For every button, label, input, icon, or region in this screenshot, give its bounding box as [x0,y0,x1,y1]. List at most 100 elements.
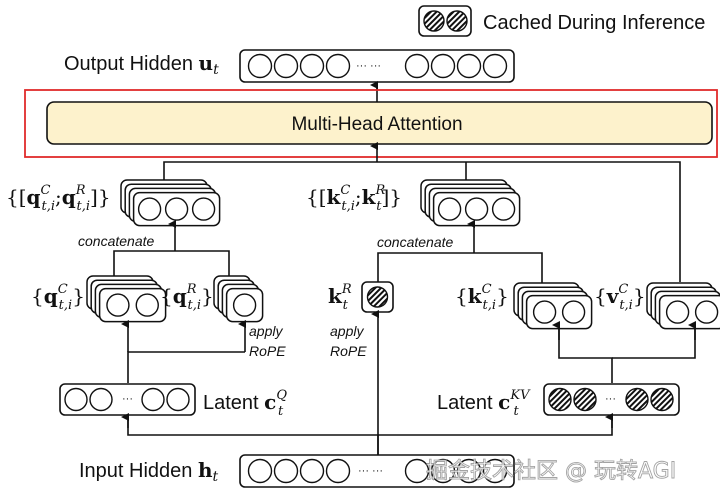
neuron-circle [135,293,159,317]
line-latentkv-to-v [612,326,696,359]
neuron-circle [141,387,165,412]
line-q-concat [113,250,230,283]
neuron-circle [166,387,190,412]
latent-q-ellipsis: ··· [122,393,133,405]
hatched-circle-icon [548,387,572,412]
neuron-circle [247,458,273,484]
neuron-circle [665,300,690,324]
v-content-vectors [646,282,720,330]
neuron-circle [561,300,586,324]
input-neurons [247,458,508,484]
neuron-circle [273,458,299,484]
k-content-vectors [513,282,593,330]
line-q-k-v-to-attn [163,161,681,282]
neuron-circle [532,300,557,324]
neuron-circle [232,293,257,317]
q-concatenate-label: concatenate [78,233,154,249]
q-rope-label: RoPE [249,343,286,359]
neuron-circle [404,53,430,79]
neuron-circle [482,458,508,484]
svg-text:{[kCt,i;kRt]}: {[kCt,i;kRt]} [306,183,402,214]
latent-kv-ellipsis: ··· [605,393,616,405]
query-concat-vectors [120,179,221,227]
neuron-circle [247,53,273,79]
hatched-circle-icon [625,387,649,412]
svg-text:{vCt,i}: {vCt,i} [594,282,646,313]
multi-head-attention-block[interactable] [46,101,713,145]
neuron-circle [456,53,482,79]
neuron-circle [456,458,482,484]
output-ellipsis: ··· ··· [356,60,381,72]
line-latentkv-to-k [558,326,613,383]
output-label: Output Hidden [64,53,199,75]
output-subscript: t [213,62,219,78]
line-input-to-latentkv [378,417,613,436]
svg-text:{kCt,i}: {kCt,i} [455,282,509,313]
neuron-circle [694,300,719,324]
watermark: 掘金技术社区 @ 玩转AGI [426,459,676,484]
q-rope-vectors [213,275,264,323]
neuron-circle [89,387,113,412]
svg-text:Output Hidden ut: Output Hidden ut [64,51,219,78]
neuron-circle [299,458,325,484]
neuron-circle [491,197,516,221]
attention-highlight-box [24,89,718,158]
neuron-circle [430,53,456,79]
hatched-circle-icon [366,286,389,308]
neuron-circle [404,458,430,484]
legend: Cached During Inference [418,5,705,37]
line-k-concat [377,252,543,283]
svg-text:Latent cQt: Latent cQt [203,388,287,419]
neuron-circle [164,197,189,221]
neuron-circle [273,53,299,79]
neuron-circle [325,53,351,79]
attention-label: Multi-Head Attention [291,114,462,135]
output-symbol: u [199,51,214,75]
neuron-circle [137,197,162,221]
latent-q-neurons [64,387,190,412]
output-neurons [247,53,508,79]
svg-text:{qRt,i}: {qRt,i} [160,282,214,313]
neuron-circle [191,197,216,221]
key-concat-vectors [420,179,521,227]
q-apply-label: apply [249,323,283,339]
hatched-circle-icon [573,387,597,412]
input-hidden: Input Hidden ht ··· ··· [79,454,515,488]
k-concatenate-label: concatenate [377,234,453,250]
neuron-circle [64,387,88,412]
svg-text:{qCt,i}: {qCt,i} [31,282,85,313]
neuron-circle [482,53,508,79]
hatched-circle-icon [423,10,445,32]
line-latentq-split [127,351,245,383]
neuron-circle [299,53,325,79]
neuron-circle [430,458,456,484]
q-content-vectors [86,275,167,323]
svg-text:kRt: kRt [328,282,352,313]
output-hidden: Output Hidden ut ··· ··· [64,49,515,83]
neuron-circle [464,197,489,221]
hatched-circle-icon [446,10,468,32]
neuron-circle [325,458,351,484]
line-input-to-latentq [127,417,379,455]
latent-kv-neurons [548,387,674,412]
k-apply-label: apply [330,323,364,339]
svg-text:Input Hidden ht: Input Hidden ht [79,458,219,485]
input-ellipsis: ··· ··· [358,465,383,477]
neuron-circle [106,293,130,317]
svg-text:{[qCt,i;qRt,i]}: {[qCt,i;qRt,i]} [6,183,111,214]
neuron-circle [437,197,462,221]
k-rope-label: RoPE [330,343,367,359]
legend-label: Cached During Inference [483,12,705,34]
hatched-circle-icon [650,387,674,412]
